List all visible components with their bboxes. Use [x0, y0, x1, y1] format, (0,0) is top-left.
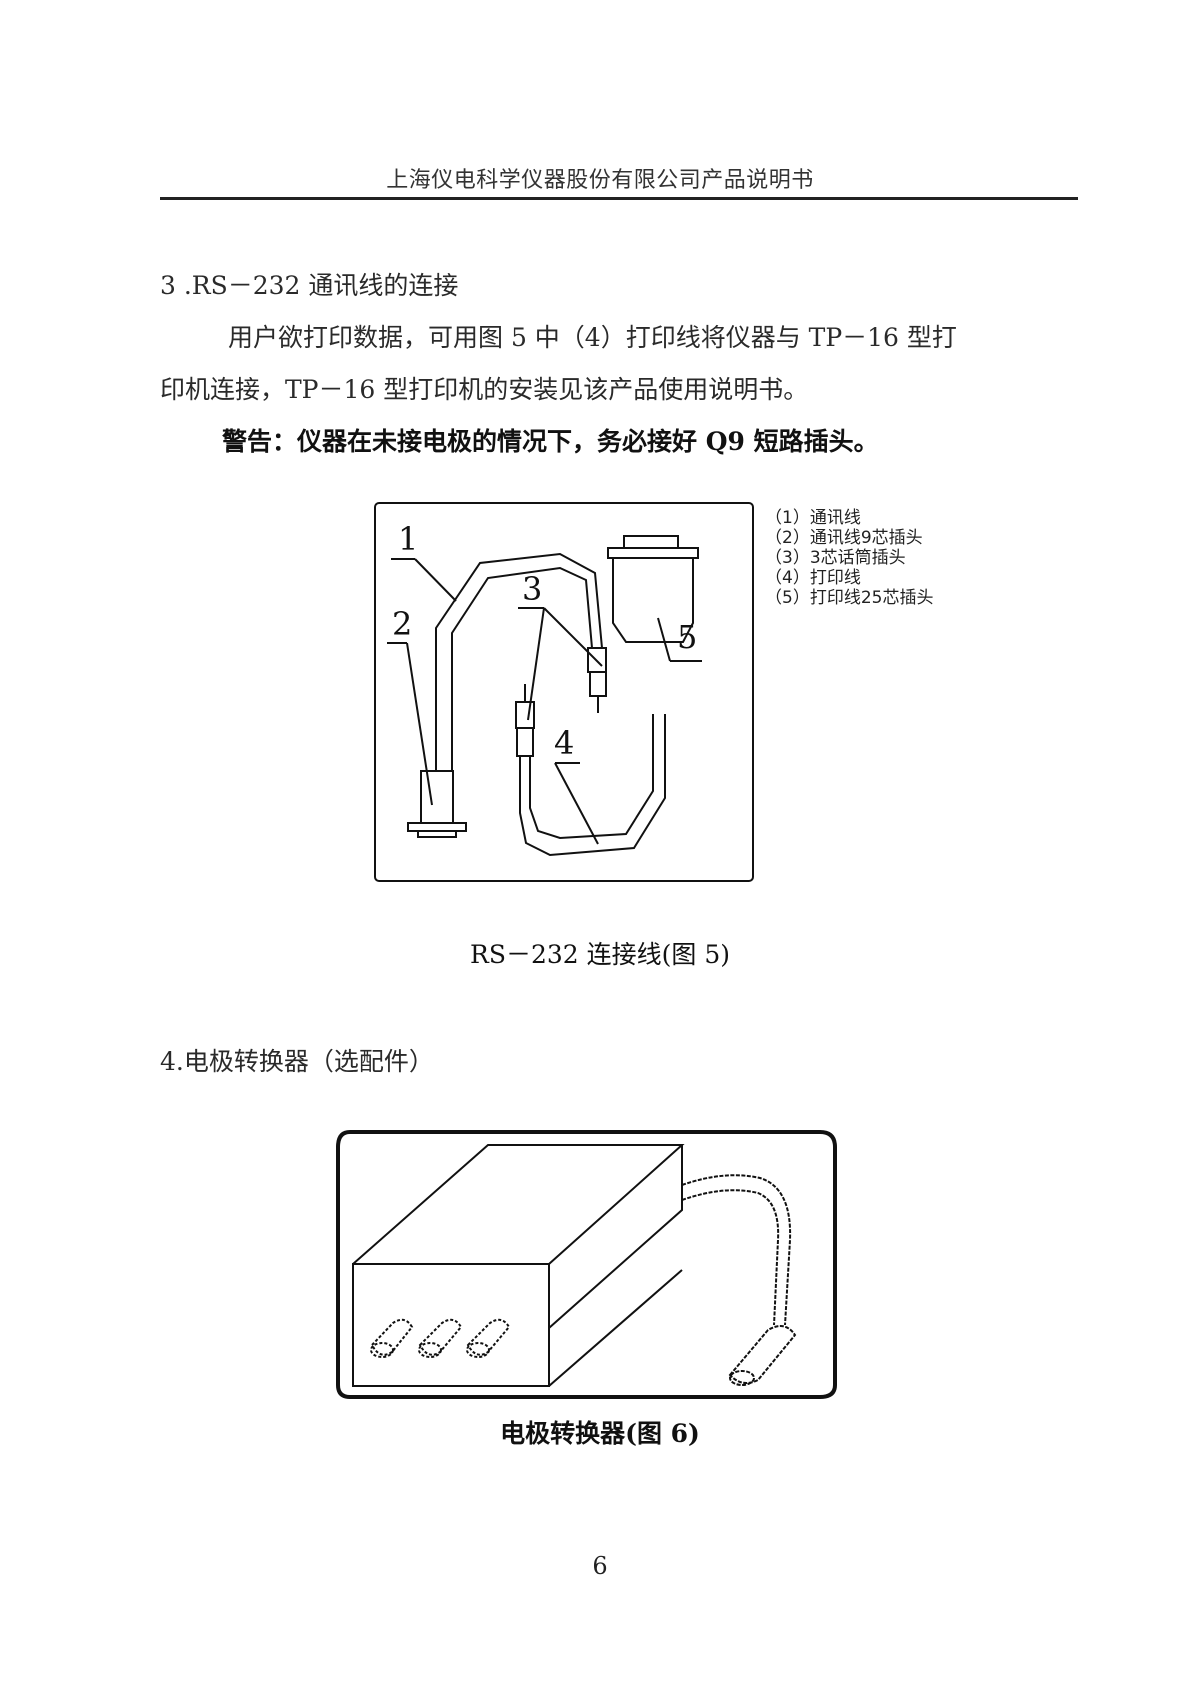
callout-2: 2 [392, 605, 412, 643]
callout-4: 4 [554, 724, 574, 762]
callout-5: 5 [677, 618, 697, 656]
figure-6-diagram [330, 1130, 840, 1400]
legend-item-3: （3）3芯话筒插头 [765, 548, 906, 568]
figure-5-caption: RS－232 连接线(图 5) [470, 940, 730, 969]
page-number: 6 [592, 1552, 608, 1580]
section-3-heading: 3 .RS－232 通讯线的连接 [160, 271, 459, 300]
warning-text: 警告：仪器在未接电极的情况下，务必接好 Q9 短路插头。 [222, 427, 879, 456]
section-3-paragraph-line-2: 印机连接，TP－16 型打印机的安装见该产品使用说明书。 [160, 375, 809, 404]
figure-5-legend: （1）通讯线 （2）通讯线9芯插头 （3）3芯话筒插头 （4）打印线 （5）打印… [765, 508, 933, 608]
header-divider [160, 197, 1078, 200]
section-3-paragraph-line-1: 用户欲打印数据，可用图 5 中（4）打印线将仪器与 TP－16 型打 [228, 323, 957, 352]
legend-item-5: （5）打印线25芯插头 [765, 588, 934, 608]
legend-item-2: （2）通讯线9芯插头 [765, 528, 923, 548]
document-header-title: 上海仪电科学仪器股份有限公司产品说明书 [386, 168, 814, 193]
callout-3: 3 [522, 570, 542, 608]
callout-1: 1 [398, 520, 418, 558]
figure-6-caption: 电极转换器(图 6) [500, 1419, 700, 1448]
section-4-heading: 4.电极转换器（选配件） [160, 1047, 434, 1076]
figure-5-diagram: 1 2 3 4 5 [370, 498, 760, 888]
legend-item-1: （1）通讯线 [765, 508, 861, 528]
legend-item-4: （4）打印线 [765, 568, 861, 588]
